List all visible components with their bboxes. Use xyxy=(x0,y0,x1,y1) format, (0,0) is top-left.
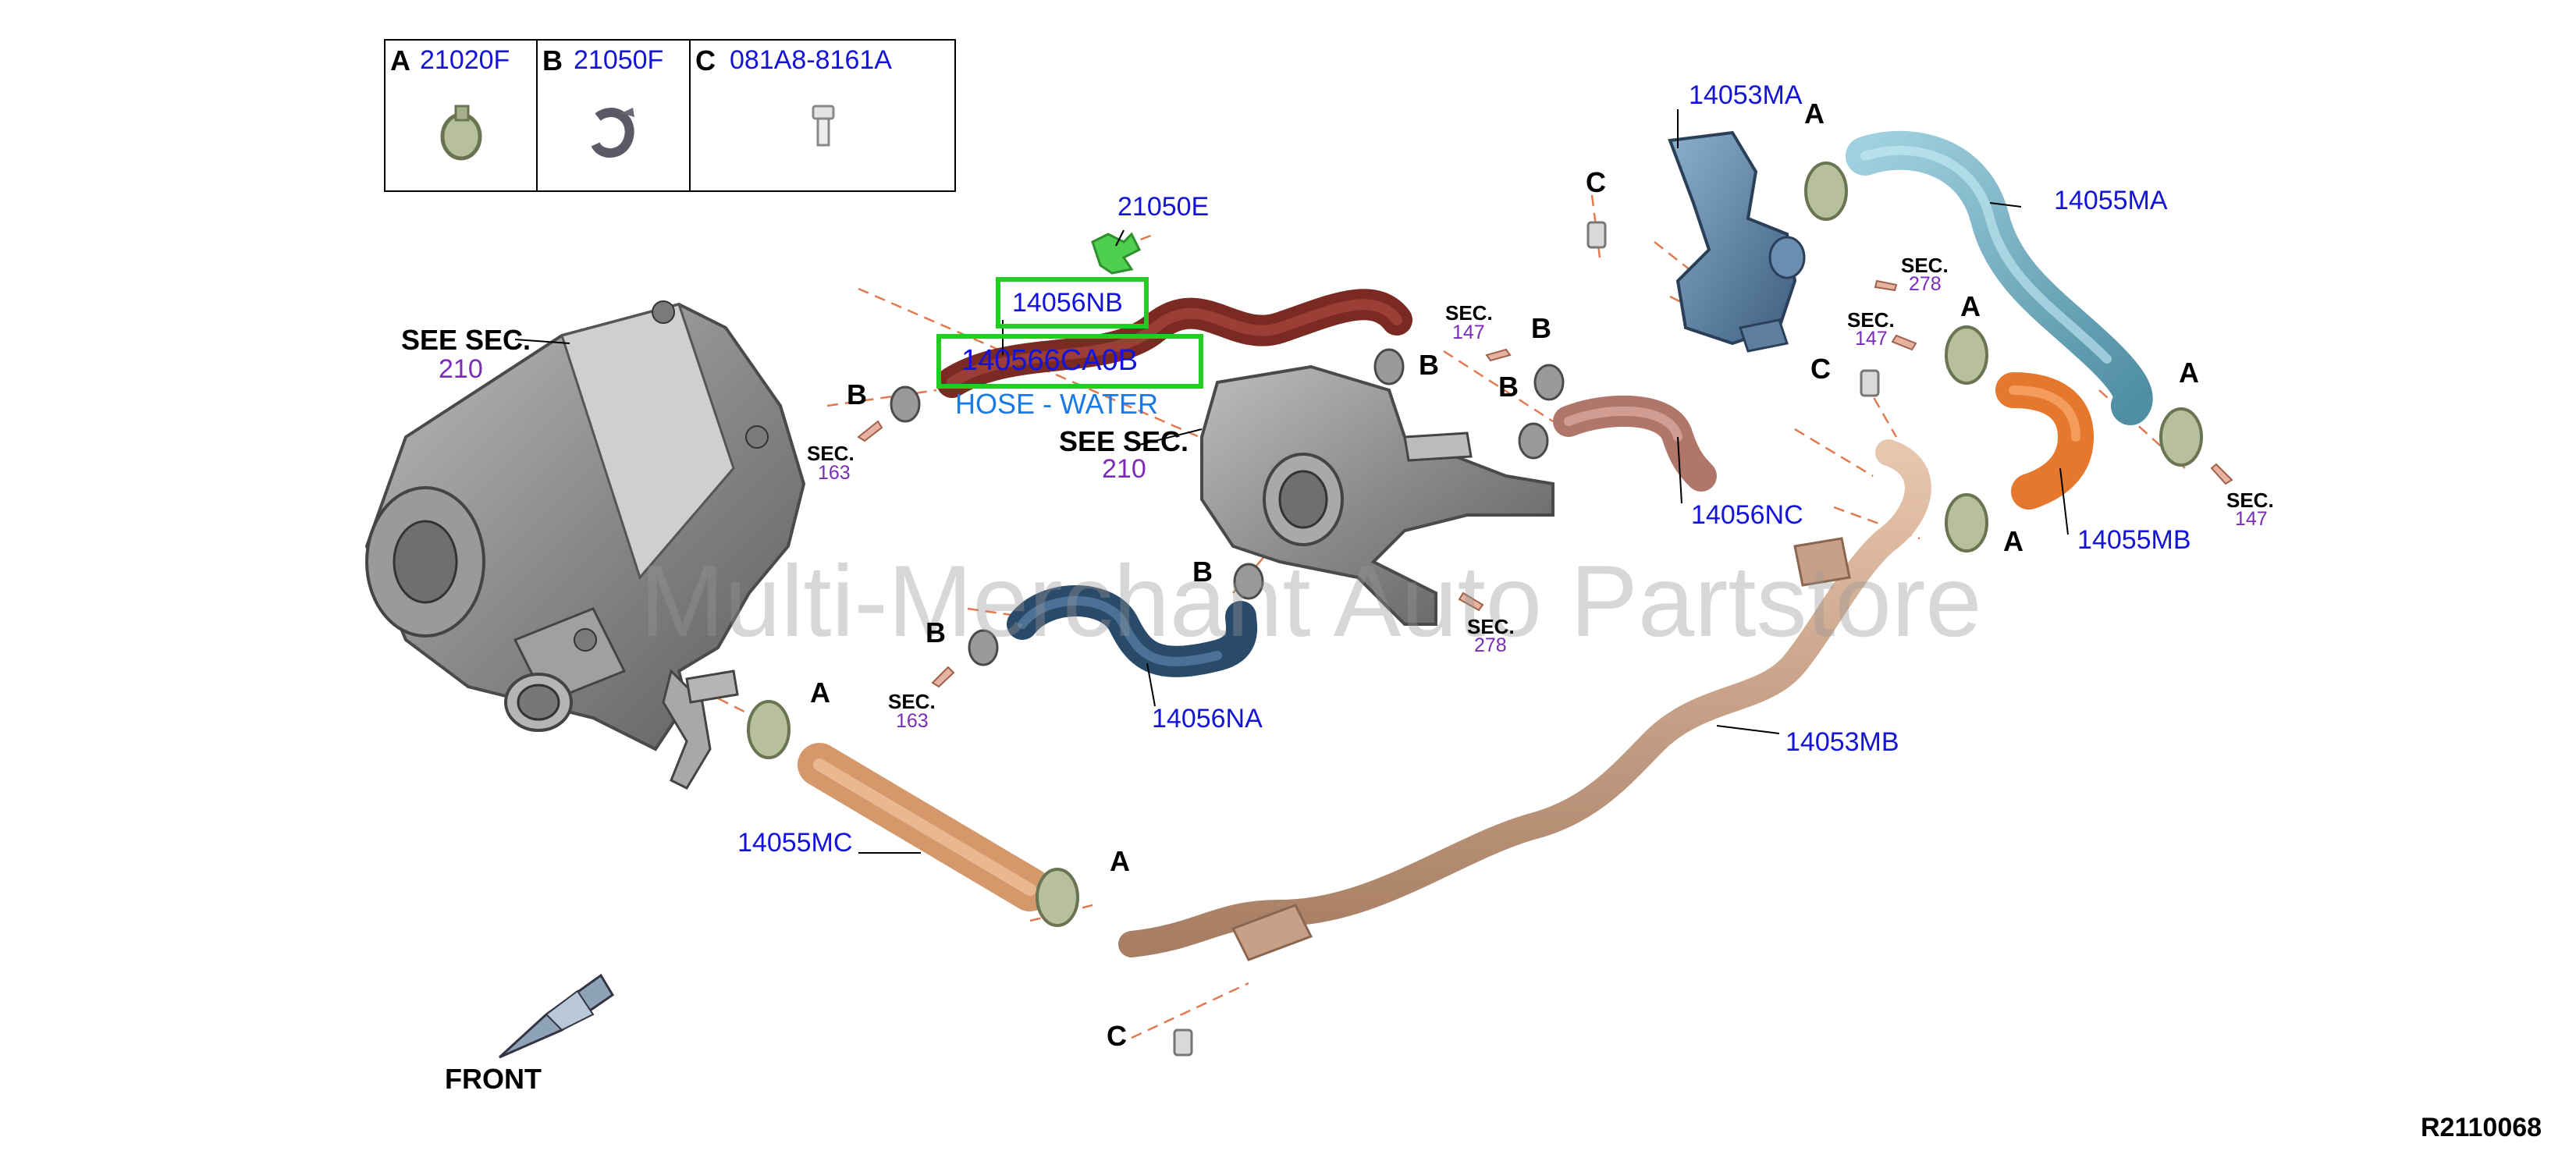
callout-letter-a: A xyxy=(810,677,830,709)
selected-part-description: HOSE - WATER xyxy=(955,388,1158,420)
callout-letter-a: A xyxy=(1804,98,1825,130)
water-pump-assembly xyxy=(364,300,806,790)
bolt-icon xyxy=(812,105,835,147)
callout-letter-b: B xyxy=(847,378,867,410)
sec-ref-number[interactable]: 147 xyxy=(1855,328,1888,350)
part-label-14056NA[interactable]: 14056NA xyxy=(1152,704,1263,734)
sec-arrows xyxy=(857,279,2233,688)
clamps-type-a xyxy=(747,162,2203,927)
callout-letter-c: C xyxy=(1810,353,1831,385)
callout-letter-a: A xyxy=(2003,525,2023,557)
sec-ref-label: SEC. xyxy=(1847,308,1895,332)
see-sec-number[interactable]: 210 xyxy=(439,354,483,384)
highlight-box-140566CA0B xyxy=(936,334,1203,389)
part-label-140566CA0B[interactable]: 140566CA0B xyxy=(961,344,1139,377)
legend-part-b: 21050F xyxy=(574,45,664,75)
part-label-14053MB[interactable]: 14053MB xyxy=(1785,727,1899,757)
front-arrow-icon xyxy=(498,973,615,1059)
part-label-14056NC[interactable]: 14056NC xyxy=(1691,500,1803,530)
legend-cell-b: B 21050F xyxy=(536,39,691,192)
see-sec-label: SEE SEC. xyxy=(401,324,531,356)
see-sec-number[interactable]: 210 xyxy=(1102,454,1146,484)
watermark: Multi-Merchant Auto Partstore xyxy=(640,544,1982,658)
legend-part-c: 081A8-8161A xyxy=(730,45,892,75)
sec-ref-label: SEC. xyxy=(2226,488,2274,512)
part-label-21050E[interactable]: 21050E xyxy=(1117,192,1210,222)
hose-14056NC xyxy=(1553,395,1717,492)
callout-letter-b: B xyxy=(1419,349,1439,381)
sec-ref-number[interactable]: 147 xyxy=(1452,321,1485,343)
clip-21050E xyxy=(1091,232,1142,275)
legend-key-a: A xyxy=(390,44,410,76)
part-label-14053MA[interactable]: 14053MA xyxy=(1689,80,1803,110)
clips-type-b xyxy=(890,348,1565,666)
highlight-box-14056NB xyxy=(996,277,1149,329)
hose-clamp-icon xyxy=(440,105,482,161)
spring-clip-icon xyxy=(591,108,634,158)
sec-ref-number[interactable]: 147 xyxy=(2235,508,2268,530)
sec-ref-number[interactable]: 163 xyxy=(896,710,929,732)
legend-key-b: B xyxy=(542,44,563,76)
diagram-reference: R2110068 xyxy=(2421,1113,2542,1142)
callout-letter-a: A xyxy=(2179,357,2199,389)
legend-box: A 21020F B 21050F C 081A8-8161A xyxy=(384,39,956,192)
part-label-14055MA[interactable]: 14055MA xyxy=(2054,186,2168,215)
part-label-14056NB[interactable]: 14056NB xyxy=(1012,288,1123,318)
callout-letter-b: B xyxy=(926,616,946,648)
callout-letter-c: C xyxy=(1586,166,1606,198)
see-sec-label: SEE SEC. xyxy=(1059,425,1189,457)
sec-ref-label: SEC. xyxy=(807,442,855,465)
callout-letter-b: B xyxy=(1498,371,1519,403)
sec-ref-number[interactable]: 278 xyxy=(1474,634,1507,656)
thermostat-housing xyxy=(1200,364,1554,626)
legend-key-c: C xyxy=(695,44,716,76)
part-label-14055MC[interactable]: 14055MC xyxy=(737,828,853,858)
sec-ref-number[interactable]: 163 xyxy=(818,462,851,484)
legend-part-a: 21020F xyxy=(420,45,510,75)
front-label: FRONT xyxy=(445,1063,542,1095)
sec-ref-label: SEC. xyxy=(1467,615,1515,638)
callout-letter-b: B xyxy=(1531,312,1551,344)
callout-letter-b: B xyxy=(1192,556,1213,588)
part-label-14055MB[interactable]: 14055MB xyxy=(2077,525,2191,555)
legend-cell-a: A 21020F xyxy=(384,39,538,192)
legend-cell-c: C 081A8-8161A xyxy=(689,39,956,192)
bolts-type-c xyxy=(1173,221,1880,1057)
callout-letter-c: C xyxy=(1107,1020,1127,1052)
sec-ref-label: SEC. xyxy=(1901,254,1949,277)
leader-lines xyxy=(514,109,2069,854)
sec-ref-number[interactable]: 278 xyxy=(1909,273,1942,295)
sec-ref-label: SEC. xyxy=(1445,301,1493,325)
outlet-14053MA xyxy=(1668,130,1806,353)
callout-letter-a: A xyxy=(1110,845,1130,877)
sec-ref-label: SEC. xyxy=(888,690,936,713)
callout-letter-a: A xyxy=(1960,290,1981,322)
